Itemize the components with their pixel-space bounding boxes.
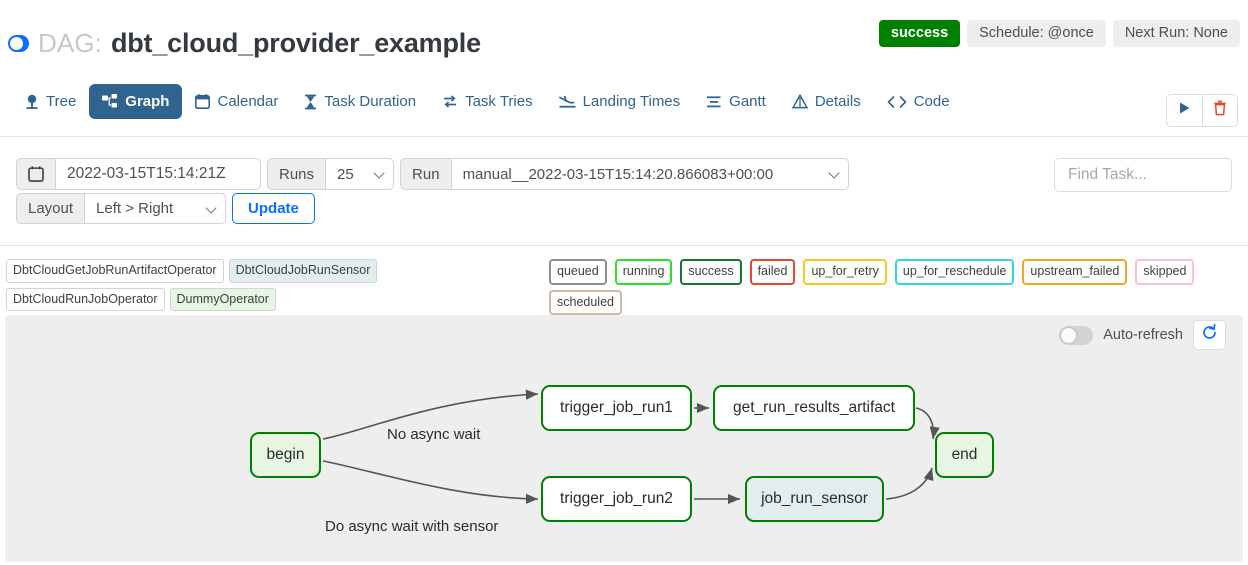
tab-label: Code bbox=[913, 93, 950, 110]
status-chip-up-for-retry[interactable]: up_for_retry bbox=[803, 259, 887, 285]
task-node-label: begin bbox=[266, 446, 305, 463]
execution-date-input[interactable]: 2022-03-15T15:14:21Z bbox=[56, 158, 261, 190]
task-node-label: trigger_job_run1 bbox=[560, 399, 673, 416]
graph-edges bbox=[322, 389, 940, 505]
task-node-job-run-sensor[interactable]: job_run_sensor bbox=[745, 476, 884, 522]
task-node-trigger-job-run2[interactable]: trigger_job_run2 bbox=[541, 476, 692, 522]
play-icon bbox=[1178, 101, 1191, 120]
runs-filter-group: Runs 25 bbox=[267, 158, 395, 190]
task-node-label: trigger_job_run2 bbox=[560, 490, 673, 507]
date-filter-group: 2022-03-15T15:14:21Z bbox=[16, 158, 261, 190]
status-chip-upstream-failed[interactable]: upstream_failed bbox=[1022, 259, 1128, 285]
tab-task-tries[interactable]: Task Tries bbox=[429, 84, 546, 119]
refresh-icon bbox=[1201, 324, 1218, 346]
calendar-icon[interactable] bbox=[16, 158, 56, 190]
tab-graph[interactable]: Graph bbox=[89, 84, 183, 119]
schedule-badge: Schedule: @once bbox=[967, 20, 1106, 47]
dag-name: dbt_cloud_provider_example bbox=[110, 28, 481, 58]
runs-select[interactable]: 25 bbox=[326, 158, 395, 190]
status-chip-failed[interactable]: failed bbox=[749, 259, 796, 285]
view-tabs: Tree Graph Calendar Task Duration bbox=[12, 84, 963, 119]
task-node-label: get_run_results_artifact bbox=[733, 399, 895, 416]
tab-label: Calendar bbox=[217, 93, 279, 110]
tab-tree[interactable]: Tree bbox=[12, 84, 89, 119]
next-run-badge: Next Run: None bbox=[1112, 20, 1240, 47]
dag-pause-toggle[interactable] bbox=[8, 35, 29, 52]
task-node-label: job_run_sensor bbox=[761, 490, 868, 507]
tab-details[interactable]: Details bbox=[779, 84, 874, 119]
status-chip-up-for-reschedule[interactable]: up_for_reschedule bbox=[894, 259, 1015, 285]
filter-row-secondary: Layout Left > Right Update bbox=[16, 193, 315, 224]
header-badges: success Schedule: @once Next Run: None bbox=[878, 20, 1240, 47]
tab-label: Task Duration bbox=[324, 93, 417, 110]
tab-label: Tree bbox=[46, 93, 77, 110]
tab-label: Gantt bbox=[729, 93, 766, 110]
tab-label: Details bbox=[814, 93, 861, 110]
tab-label: Graph bbox=[125, 93, 170, 110]
runs-label: Runs bbox=[267, 158, 327, 190]
task-node-end[interactable]: end bbox=[935, 432, 994, 478]
status-badge: success bbox=[878, 20, 961, 47]
page-header: DAG: dbt_cloud_provider_example success … bbox=[0, 0, 1248, 72]
run-select[interactable]: manual__2022-03-15T15:14:20.866083+00:00 bbox=[451, 158, 849, 190]
status-chip-scheduled[interactable]: scheduled bbox=[549, 289, 622, 315]
gantt-icon bbox=[706, 94, 722, 109]
graph-panel: Auto-refresh bbox=[5, 315, 1243, 562]
tab-code[interactable]: Code bbox=[874, 84, 963, 119]
tab-task-duration[interactable]: Task Duration bbox=[291, 84, 429, 119]
filter-row-primary: 2022-03-15T15:14:21Z Runs 25 Run manual_… bbox=[16, 158, 849, 190]
layout-filter-group: Layout Left > Right bbox=[16, 193, 227, 224]
task-node-begin[interactable]: begin bbox=[250, 432, 321, 478]
trash-icon bbox=[1213, 100, 1227, 121]
operator-chip[interactable]: DbtCloudRunJobOperator bbox=[6, 287, 165, 311]
filter-bar: 2022-03-15T15:14:21Z Runs 25 Run manual_… bbox=[0, 146, 1248, 246]
status-chip-skipped[interactable]: skipped bbox=[1135, 259, 1195, 285]
refresh-button[interactable] bbox=[1193, 320, 1226, 350]
operator-chip[interactable]: DummyOperator bbox=[169, 287, 276, 311]
tab-calendar[interactable]: Calendar bbox=[182, 84, 291, 119]
calendar-icon bbox=[195, 94, 211, 109]
tree-icon bbox=[25, 94, 39, 110]
update-button[interactable]: Update bbox=[232, 193, 315, 224]
triangle-icon bbox=[791, 94, 808, 109]
edge-label: Do async wait with sensor bbox=[325, 518, 499, 535]
task-node-get-run-results-artifact[interactable]: get_run_results_artifact bbox=[713, 385, 915, 431]
run-filter-group: Run manual__2022-03-15T15:14:20.866083+0… bbox=[400, 158, 849, 190]
layout-label: Layout bbox=[16, 193, 86, 224]
trigger-dag-button[interactable] bbox=[1167, 95, 1202, 126]
task-node-label: end bbox=[951, 446, 978, 463]
auto-refresh-toggle[interactable] bbox=[1059, 325, 1094, 345]
dag-title: DAG: dbt_cloud_provider_example bbox=[8, 28, 481, 59]
dag-action-buttons bbox=[1166, 94, 1238, 127]
auto-refresh-label: Auto-refresh bbox=[1103, 327, 1183, 343]
layout-select[interactable]: Left > Right bbox=[85, 193, 227, 224]
operator-legend: DbtCloudGetJobRunArtifactOperator DbtClo… bbox=[6, 259, 536, 311]
status-chip-running[interactable]: running bbox=[614, 259, 673, 285]
graph-icon bbox=[102, 94, 118, 109]
tab-label: Task Tries bbox=[465, 93, 533, 110]
code-icon bbox=[887, 95, 907, 109]
tab-gantt[interactable]: Gantt bbox=[693, 84, 779, 119]
legend-bar: DbtCloudGetJobRunArtifactOperator DbtClo… bbox=[0, 256, 1248, 351]
hourglass-icon bbox=[304, 94, 317, 110]
view-tabs-bar: Tree Graph Calendar Task Duration bbox=[0, 80, 1248, 137]
retry-icon bbox=[442, 94, 458, 109]
tab-label: Landing Times bbox=[582, 93, 681, 110]
landing-icon bbox=[558, 94, 576, 109]
operator-chip[interactable]: DbtCloudJobRunSensor bbox=[228, 259, 378, 283]
tab-landing-times[interactable]: Landing Times bbox=[546, 84, 694, 119]
graph-toolbar: Auto-refresh bbox=[1059, 320, 1226, 350]
dag-label: DAG: bbox=[38, 28, 102, 58]
task-node-trigger-job-run1[interactable]: trigger_job_run1 bbox=[541, 385, 692, 431]
operator-chip[interactable]: DbtCloudGetJobRunArtifactOperator bbox=[6, 259, 224, 283]
delete-dag-button[interactable] bbox=[1202, 95, 1237, 126]
status-chip-queued[interactable]: queued bbox=[549, 259, 607, 285]
run-label: Run bbox=[400, 158, 452, 190]
status-chip-success[interactable]: success bbox=[680, 259, 742, 285]
find-task-input[interactable]: Find Task... bbox=[1054, 158, 1232, 192]
edge-label: No async wait bbox=[387, 426, 481, 443]
